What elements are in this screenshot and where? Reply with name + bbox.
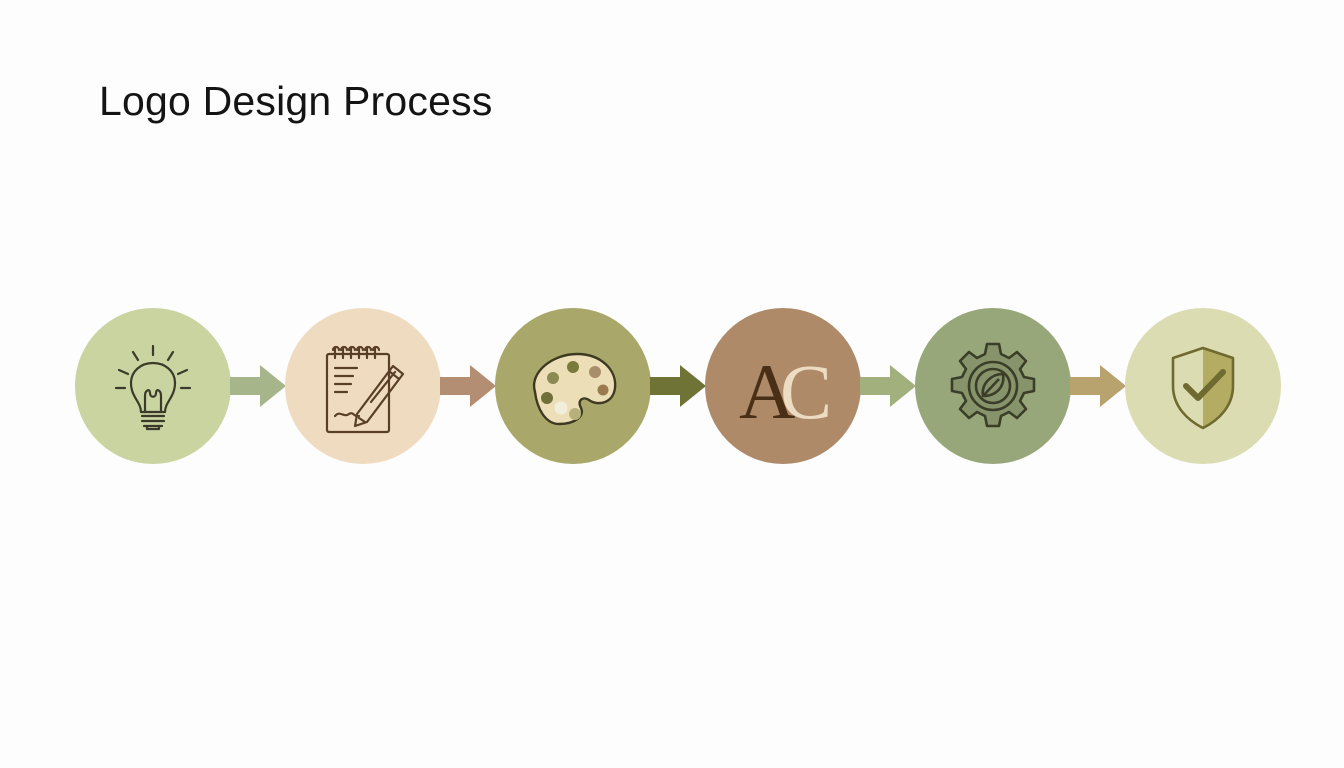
- page-title: Logo Design Process: [99, 78, 493, 124]
- step-final-delivery: [1125, 308, 1281, 464]
- gear-leaf-icon: [950, 342, 1036, 428]
- typography-ac-icon: C A: [739, 348, 832, 435]
- letter-c: C: [780, 348, 832, 435]
- letter-a: A: [739, 348, 795, 435]
- step-typography: C A: [705, 308, 861, 464]
- shield-check-icon: [1171, 346, 1235, 430]
- palette-icon: [532, 352, 617, 426]
- step-ideation: [75, 308, 231, 464]
- step-sketching: [285, 308, 441, 464]
- flow-arrow: [230, 363, 288, 409]
- flow-arrow: [440, 363, 498, 409]
- lightbulb-icon: [114, 344, 192, 431]
- flow-arrow: [860, 363, 918, 409]
- step-refinement: [915, 308, 1071, 464]
- step-color-palette: [495, 308, 651, 464]
- flow-arrow: [650, 363, 708, 409]
- flow-arrow: [1070, 363, 1128, 409]
- notepad-pencil-icon: [325, 345, 405, 434]
